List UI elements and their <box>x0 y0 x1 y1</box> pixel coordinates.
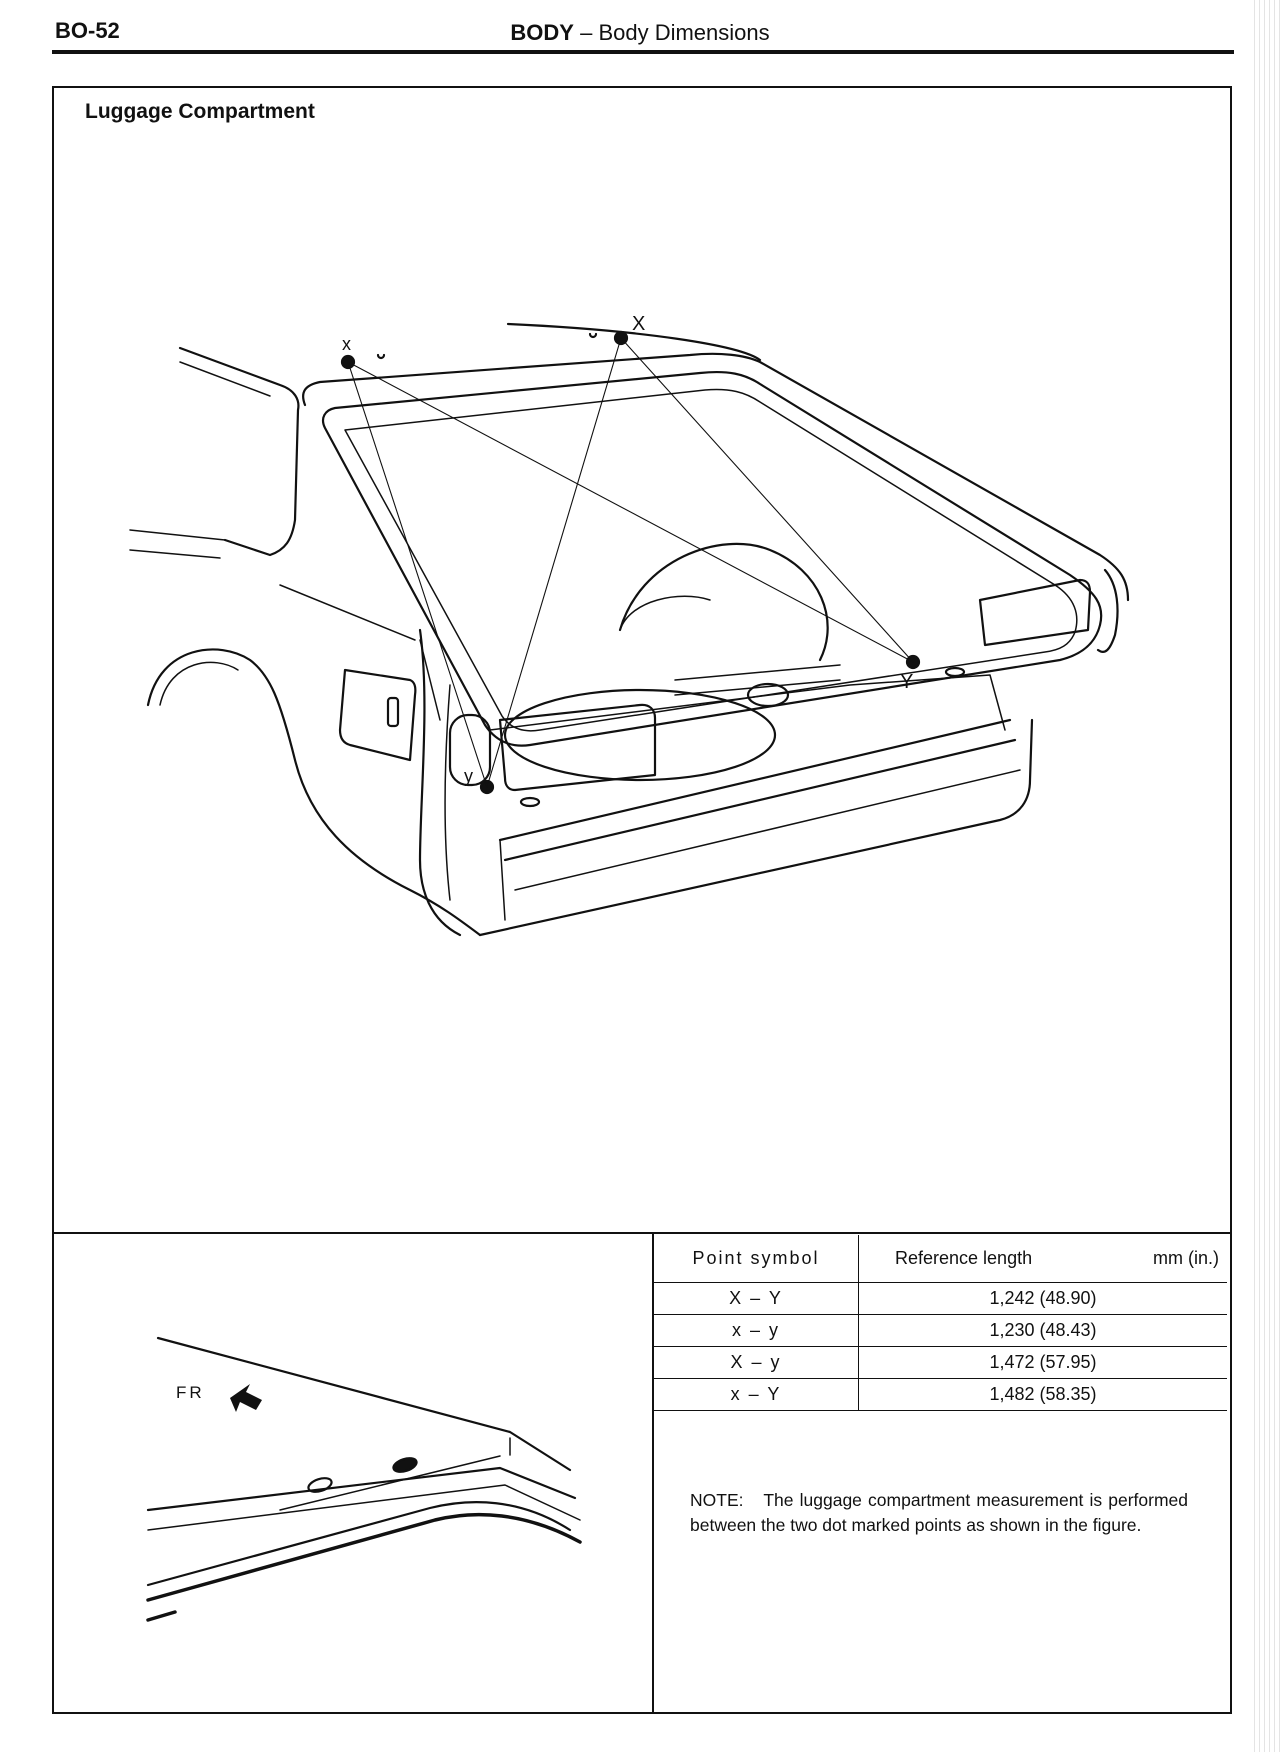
page-code: BO-52 <box>55 18 120 43</box>
row-length: 1,482 (58.35) <box>858 1378 1227 1411</box>
wheel-arch <box>146 648 482 937</box>
hatch-edge-detail-diagram <box>146 1336 582 1622</box>
section-title: Luggage Compartment <box>85 100 315 123</box>
roof-line <box>506 322 762 362</box>
label-point-y: y <box>464 766 473 786</box>
hatch-opening-outer <box>302 352 1130 602</box>
header-subtitle: Body Dimensions <box>598 20 770 45</box>
header-reference-length-label: Reference length <box>895 1248 1033 1268</box>
tail-lamp-left <box>338 668 417 762</box>
floor-hole <box>746 682 790 708</box>
floor-panel <box>489 674 1006 731</box>
header-rule <box>52 50 1234 54</box>
spare-well <box>503 688 777 782</box>
row-symbol: X – y <box>654 1346 859 1379</box>
hatch-opening-inner-2 <box>344 388 1078 732</box>
roof-edge <box>156 1336 572 1472</box>
rear-bumper <box>478 718 1034 937</box>
row-length: 1,242 (48.90) <box>858 1282 1227 1315</box>
note: NOTE: The luggage compartment measuremen… <box>690 1488 1188 1538</box>
tail-lamp-right <box>978 578 1092 647</box>
front-arrow-icon <box>230 1384 262 1412</box>
note-text: The luggage compartment measurement is p… <box>690 1490 1189 1535</box>
body-side-line <box>279 584 416 641</box>
hole-mark <box>307 1477 333 1493</box>
header-separator: – <box>580 20 593 45</box>
header-point-symbol: Point symbol <box>654 1235 859 1283</box>
hatch-opening-inner <box>321 370 1103 747</box>
hatch-edge-upper <box>146 1466 577 1512</box>
header-reference-length: Reference length mm (in.) <box>858 1235 1227 1283</box>
row-symbol: x – Y <box>654 1378 859 1411</box>
page-edge <box>1252 0 1280 1752</box>
line-X-y <box>486 337 622 788</box>
note-label: NOTE: <box>690 1490 744 1510</box>
row-symbol: X – Y <box>654 1282 859 1315</box>
table-row: X – Y 1,242 (48.90) <box>654 1282 1227 1315</box>
label-point-x: x <box>342 334 351 354</box>
table-row: X – y 1,472 (57.95) <box>654 1346 1227 1379</box>
row-length: 1,472 (57.95) <box>858 1346 1227 1379</box>
line-x-y <box>347 361 488 788</box>
rear-pillar <box>418 628 462 937</box>
measurement-lines <box>347 337 914 788</box>
table-header-row: Point symbol Reference length mm (in.) <box>654 1235 1227 1283</box>
section-divider <box>52 1232 1232 1234</box>
row-length: 1,230 (48.43) <box>858 1314 1227 1347</box>
table-row: x – Y 1,482 (58.35) <box>654 1378 1227 1411</box>
column-divider <box>652 1232 654 1714</box>
table-row: x – y 1,230 (48.43) <box>654 1314 1227 1347</box>
luggage-compartment-diagram: x X y Y <box>129 313 1130 937</box>
header-section: BODY <box>510 20 574 45</box>
dot-mark <box>392 1457 418 1473</box>
front-direction-label: FR <box>176 1383 205 1402</box>
label-point-X: X <box>632 313 645 335</box>
hatch-edge-lower <box>146 1501 572 1587</box>
reference-length-table: Point symbol Reference length mm (in.) X… <box>654 1235 1227 1411</box>
line-X-Y <box>620 337 914 663</box>
figure-frame <box>52 86 1232 1714</box>
quarter-window <box>178 346 300 557</box>
header-unit: mm (in.) <box>1153 1248 1219 1268</box>
row-symbol: x – y <box>654 1314 859 1347</box>
floor-recess-left <box>498 703 657 792</box>
spare-tire <box>618 542 829 662</box>
label-point-Y: Y <box>900 671 913 693</box>
page-header-title: BODY – Body Dimensions <box>0 20 1280 46</box>
line-x-Y <box>347 361 914 663</box>
